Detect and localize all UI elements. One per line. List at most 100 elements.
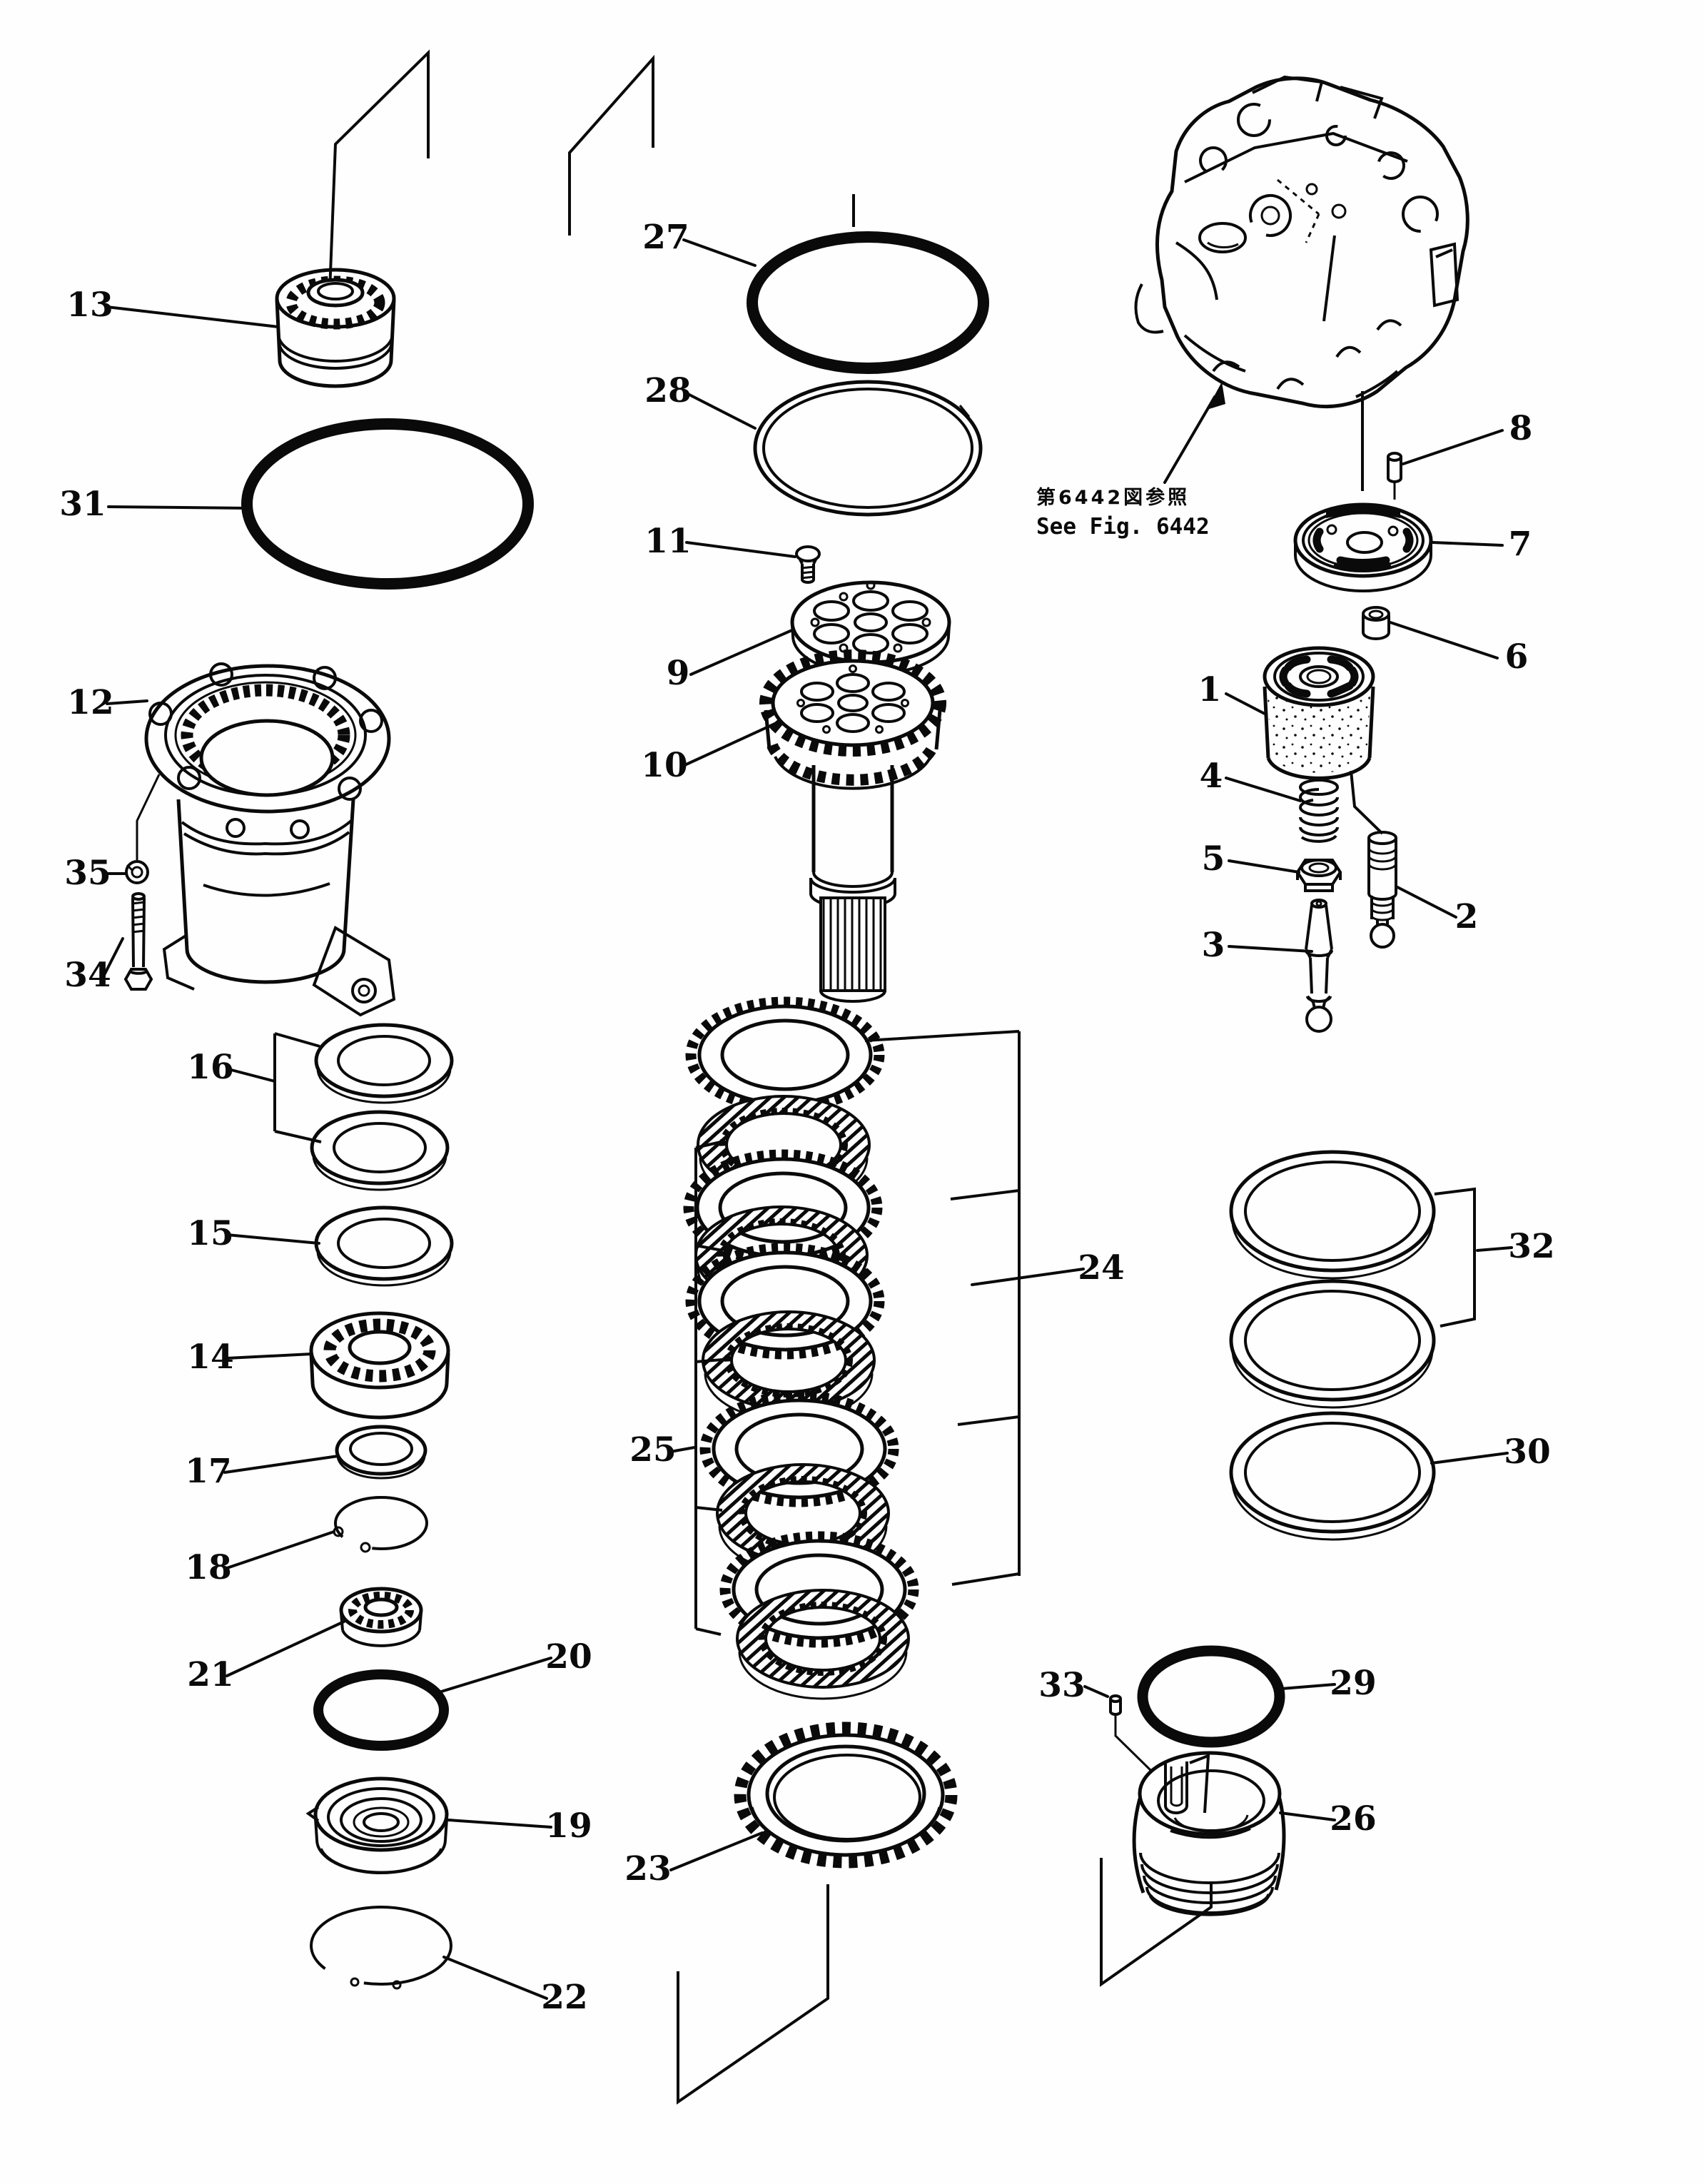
part-21-bearing: [339, 1587, 423, 1647]
callout-15: 15: [187, 1214, 233, 1253]
leader-22: [442, 1956, 548, 2000]
callout-24: 24: [1078, 1248, 1124, 1288]
callout-16: 16: [187, 1048, 233, 1087]
callout-6: 6: [1505, 637, 1529, 677]
part-22-snap-ring: [310, 1906, 452, 1990]
part-5-nut: [1295, 859, 1342, 892]
leader-3: [1228, 945, 1313, 953]
valve-body-top-tabs: [1252, 75, 1384, 119]
callout-13: 13: [66, 285, 113, 325]
reference-arrow-line: [1163, 395, 1216, 484]
part-15-ring: [316, 1208, 452, 1285]
separator-plate: [691, 1002, 879, 1108]
callout-20: 20: [545, 1637, 592, 1677]
part-28-ring: [753, 380, 983, 517]
callout-3: 3: [1202, 926, 1225, 965]
boundary-top-middle: [568, 54, 654, 236]
leader-12: [106, 699, 148, 705]
part-3-pivot: [1305, 899, 1333, 1033]
part-6-bushing: [1362, 606, 1390, 640]
centerline-housing-to-washer: [136, 774, 161, 860]
callout-18: 18: [185, 1548, 231, 1587]
part-8-pin: [1387, 452, 1402, 483]
leader-11: [685, 541, 796, 558]
callout-19: 19: [545, 1806, 592, 1846]
leader-lines: [102, 238, 1513, 2000]
part-7-valve-plate: [1293, 502, 1433, 592]
reference-note: 第6442図参照 See Fig. 6442: [1036, 382, 1225, 540]
callout-11: 11: [644, 522, 691, 561]
part-9-retainer-plate: [790, 580, 951, 676]
leader-6: [1389, 621, 1499, 659]
part-32-ring-a: [1231, 1152, 1434, 1278]
callout-14: 14: [187, 1338, 233, 1377]
bracket-32: [1434, 1187, 1476, 1328]
callout-33: 33: [1038, 1666, 1085, 1705]
callout-31: 31: [59, 485, 106, 524]
leader-9: [689, 628, 795, 676]
part-10-shaft-gear: [759, 649, 946, 1003]
part-23-gear-ring: [734, 1722, 958, 1869]
callout-5: 5: [1202, 839, 1225, 879]
leader-15: [226, 1233, 320, 1245]
leader-31: [107, 505, 250, 510]
reference-note-japanese: 第6442図参照: [1036, 486, 1190, 509]
part-13-bearing: [275, 268, 396, 388]
part-20-oring: [313, 1669, 449, 1751]
part-16-ring-b: [312, 1112, 447, 1190]
bracket-16: [273, 1032, 322, 1143]
callout-7: 7: [1509, 525, 1532, 564]
part-31-oring: [241, 418, 534, 590]
part-34-bolt: [123, 892, 153, 991]
part-30-ring: [1231, 1413, 1434, 1540]
bracket-24: [864, 1030, 1021, 1586]
callout-21: 21: [187, 1655, 233, 1694]
part-29-oring: [1137, 1645, 1285, 1748]
leader-5: [1228, 859, 1300, 874]
callout-35: 35: [64, 854, 111, 893]
leader-24: [971, 1268, 1085, 1286]
part-12-housing: [144, 662, 396, 1017]
callout-9: 9: [667, 654, 690, 693]
callout-28: 28: [644, 371, 691, 410]
leader-21: [226, 1620, 345, 1677]
leader-13: [106, 305, 280, 328]
reference-note-english: See Fig. 6442: [1036, 514, 1210, 540]
leader-28: [684, 391, 757, 430]
callout-8: 8: [1509, 409, 1533, 448]
centerline-pin33: [1114, 1716, 1153, 1773]
callout-32: 32: [1508, 1227, 1554, 1266]
leader-7: [1431, 541, 1504, 547]
part-14-bearing: [309, 1311, 450, 1420]
callout-2: 2: [1455, 897, 1479, 936]
callout-27: 27: [642, 218, 689, 257]
boundary-bottom-right: [1100, 1858, 1213, 1987]
valve-body-casting: [1134, 75, 1469, 408]
callout-12: 12: [67, 683, 113, 722]
part-35-lock-washer: [125, 860, 149, 884]
callout-34: 34: [64, 956, 111, 995]
part-18-snap-ring: [333, 1496, 428, 1553]
callout-22: 22: [541, 1978, 587, 2017]
part-1-cylinder-block: [1263, 646, 1375, 780]
valve-body-left-ear: [1134, 283, 1164, 334]
callout-numbers: 1 2 3 4 5 6 7 8 9 10 11 12 13 14 15 16 1…: [59, 218, 1554, 2017]
disc-stack: [689, 1002, 914, 1699]
leader-8: [1402, 429, 1504, 465]
callout-23: 23: [624, 1849, 671, 1889]
leader-17: [223, 1455, 340, 1474]
part-33-pin: [1109, 1694, 1122, 1716]
leader-30: [1430, 1452, 1509, 1465]
leader-1: [1225, 692, 1266, 715]
part-26-end-cap: [1132, 1751, 1286, 1916]
callout-17: 17: [185, 1452, 231, 1491]
part-32-ring-b: [1231, 1281, 1434, 1407]
callout-30: 30: [1504, 1432, 1550, 1472]
leader-27: [682, 238, 757, 267]
reference-arrowhead: [1207, 382, 1225, 410]
leader-16: [227, 1068, 276, 1083]
part-17-ring: [335, 1425, 427, 1480]
leader-19: [447, 1819, 552, 1829]
